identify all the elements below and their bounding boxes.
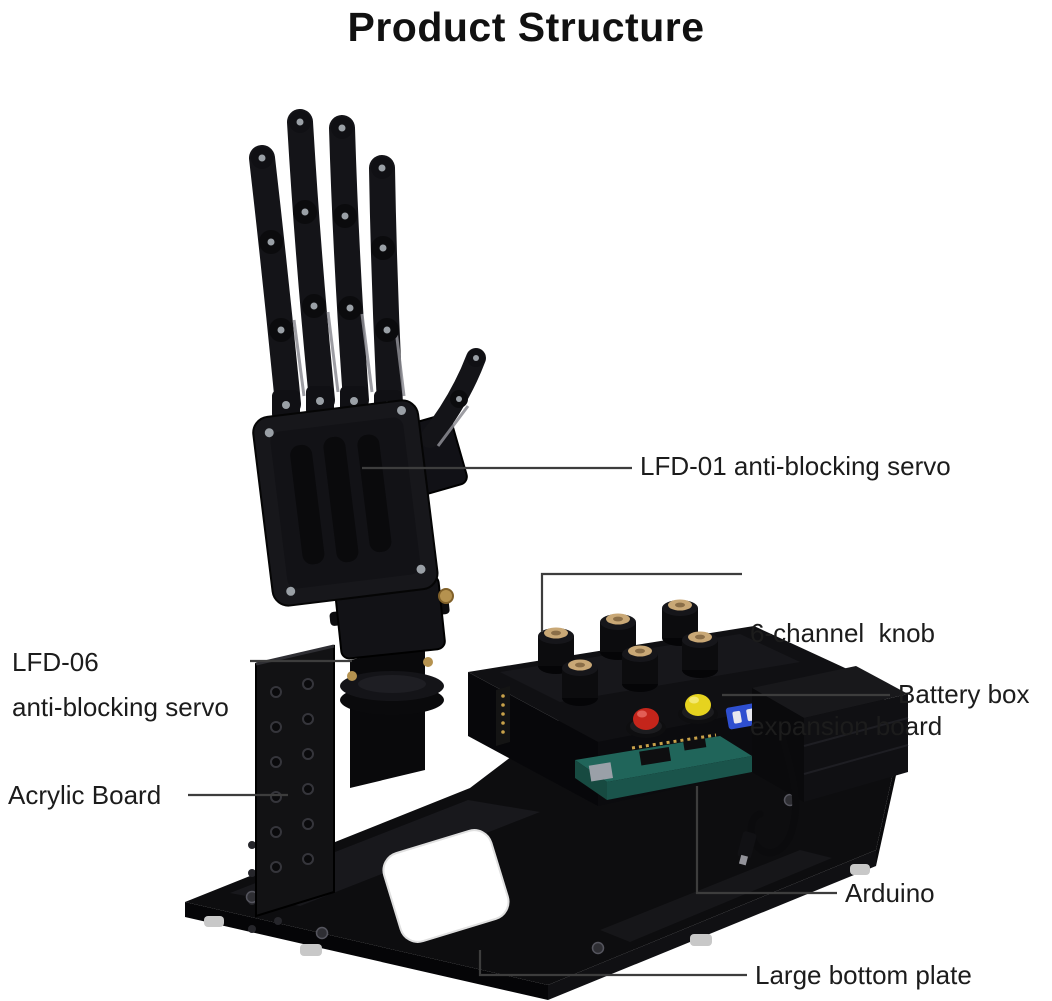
label-text: LFD-01 anti-blocking servo (640, 451, 951, 481)
knob (622, 645, 658, 692)
label-text: anti-blocking servo (12, 692, 229, 722)
leader-knob-board (540, 572, 742, 632)
finger (249, 145, 301, 417)
brass-pin (438, 588, 454, 604)
knob (562, 659, 598, 706)
rubber-foot (204, 916, 224, 927)
red-button (626, 708, 666, 738)
finger-joints (251, 111, 399, 342)
knob (682, 631, 718, 678)
knob (538, 627, 574, 674)
knuckles (272, 386, 402, 420)
label-text: 6-channel knob (750, 618, 936, 648)
fingers (249, 109, 406, 417)
label-text: Acrylic Board (8, 780, 162, 810)
board-holes (270, 678, 314, 873)
rubber-foot (850, 864, 870, 875)
palm-lfd01 (252, 386, 439, 607)
acrylic-board (255, 644, 335, 918)
rubber-foot (300, 944, 322, 956)
brass-standoff (423, 657, 433, 667)
finger (287, 109, 335, 413)
rubber-foot (690, 934, 712, 946)
plate-cutout (382, 829, 510, 943)
label-text: LFD-06 (12, 647, 99, 677)
brass-standoff (347, 671, 357, 681)
leader-lines (188, 466, 890, 977)
leader-bottom-plate (478, 950, 747, 977)
finger (329, 115, 369, 413)
label-battery-box: Battery box (898, 678, 1030, 710)
label-text: Battery box (898, 679, 1030, 709)
power-cable (747, 722, 800, 857)
label-knob-expansion-board: 6-channel knob expansion board (750, 556, 942, 804)
knobs (538, 599, 718, 706)
arduino-board (575, 733, 752, 800)
label-acrylic-board: Acrylic Board (8, 779, 161, 811)
page-title: Product Structure (347, 4, 705, 50)
label-lfd06-servo: LFD-06 anti-blocking servo (12, 640, 229, 730)
label-lfd01-servo: LFD-01 anti-blocking servo (640, 450, 951, 482)
label-text: Large bottom plate (755, 960, 972, 990)
wrist-servo-lfd06 (329, 574, 454, 788)
battery-box (737, 666, 909, 866)
label-text: expansion board (750, 711, 943, 741)
yellow-button (678, 694, 718, 724)
dc-plug (737, 831, 757, 866)
label-text: Arduino (845, 878, 935, 908)
knob (600, 613, 636, 660)
leader-arduino (695, 786, 837, 895)
label-arduino: Arduino (845, 877, 935, 909)
label-large-bottom-plate: Large bottom plate (755, 959, 972, 991)
pin-header (496, 686, 510, 746)
usb-port (588, 762, 613, 782)
finger (369, 155, 403, 417)
